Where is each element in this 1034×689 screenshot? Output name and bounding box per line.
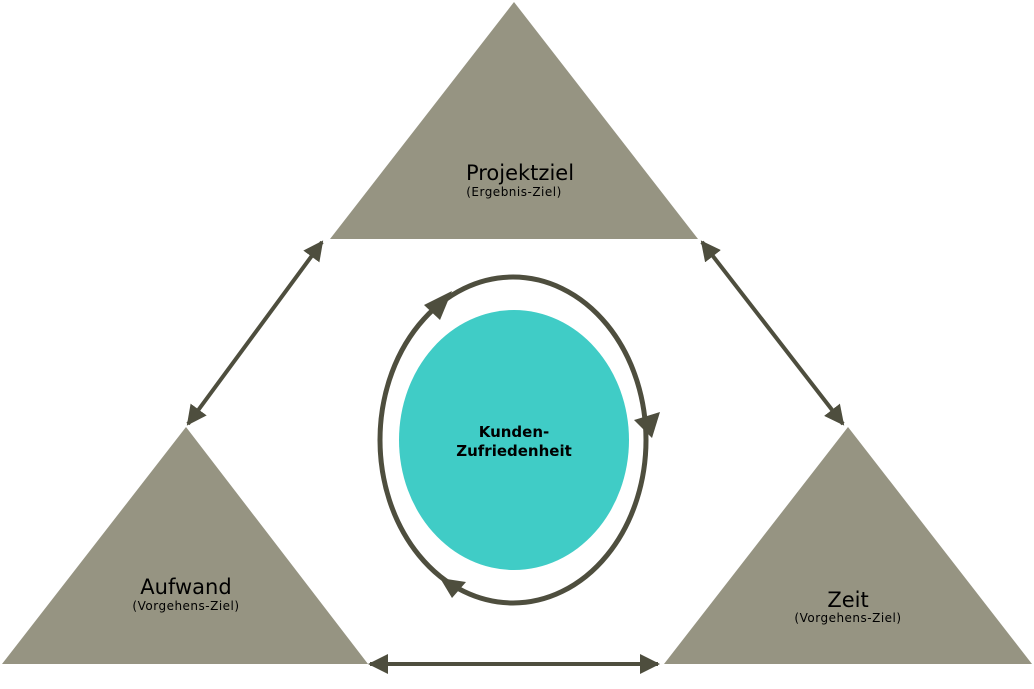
right-title: Zeit <box>827 588 868 612</box>
top-title: Projektziel <box>466 161 574 185</box>
cycle-arrowhead-bottom-left <box>440 578 466 598</box>
top-subtitle: (Ergebnis-Ziel) <box>466 185 562 199</box>
cycle-ring <box>377 274 649 606</box>
center-label-line1: Kunden- <box>479 423 550 441</box>
arrow-top-left <box>186 240 324 426</box>
cycle-arrowhead-top-left <box>424 291 452 320</box>
customer-satisfaction-circle <box>399 310 629 570</box>
left-triangle <box>2 427 368 664</box>
center-label-line2: Zufriedenheit <box>456 442 572 460</box>
right-subtitle: (Vorgehens-Ziel) <box>794 611 901 625</box>
left-subtitle: (Vorgehens-Ziel) <box>132 599 239 613</box>
top-triangle <box>330 2 698 239</box>
right-triangle <box>664 427 1032 664</box>
cycle-arrowhead-right <box>634 412 660 438</box>
arrow-top-right <box>700 240 845 426</box>
left-title: Aufwand <box>140 575 231 599</box>
